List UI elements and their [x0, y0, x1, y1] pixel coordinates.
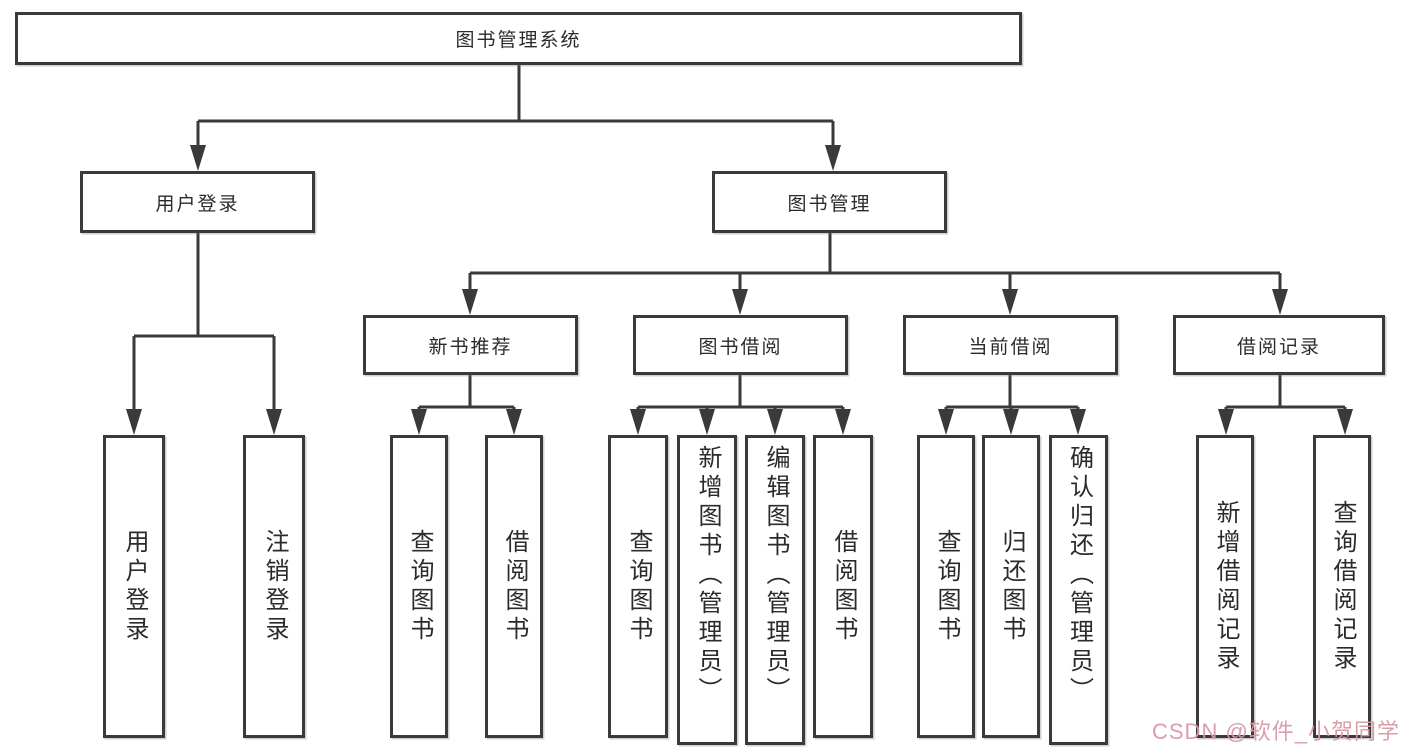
arrowhead-icon: [1002, 289, 1018, 315]
leaf-confirm-return-admin: 确认归还（管理员）: [1049, 435, 1108, 745]
arrowhead-icon: [126, 409, 142, 435]
leaf-user-login-label: 用户登录: [121, 528, 148, 645]
arrowhead-icon: [190, 145, 206, 171]
node-borrow-records: 借阅记录: [1173, 315, 1385, 375]
node-book-borrowing-label: 图书借阅: [698, 336, 783, 358]
node-current-borrowing-label: 当前借阅: [968, 336, 1053, 358]
leaf-return-books: 归还图书: [982, 435, 1040, 738]
node-root: 图书管理系统: [15, 12, 1022, 65]
leaf-query-books-borrowing: 查询图书: [608, 435, 668, 738]
arrowhead-icon: [938, 409, 954, 435]
arrowhead-icon: [1218, 409, 1234, 435]
leaf-query-books-borrowing-label: 查询图书: [625, 528, 652, 645]
leaf-edit-books-admin: 编辑图书（管理员）: [745, 435, 805, 745]
arrowhead-icon: [506, 409, 522, 435]
arrowhead-icon: [1003, 409, 1019, 435]
node-user-login: 用户登录: [80, 171, 315, 233]
leaf-borrow-books-label: 借阅图书: [830, 528, 857, 645]
arrowhead-icon: [767, 409, 783, 435]
arrowhead-icon: [825, 145, 841, 171]
node-borrow-records-label: 借阅记录: [1236, 336, 1321, 358]
node-book-borrowing: 图书借阅: [633, 315, 848, 375]
leaf-return-books-label: 归还图书: [998, 528, 1025, 645]
leaf-user-login: 用户登录: [103, 435, 165, 738]
node-current-borrowing: 当前借阅: [903, 315, 1118, 375]
leaf-query-books-current: 查询图书: [917, 435, 975, 738]
leaf-borrow-books: 借阅图书: [813, 435, 873, 738]
node-book-management-label: 图书管理: [787, 193, 872, 215]
leaf-add-borrow-record: 新增借阅记录: [1196, 435, 1254, 738]
node-user-login-label: 用户登录: [155, 193, 240, 215]
node-root-label: 图书管理系统: [455, 30, 582, 51]
arrowhead-icon: [1272, 289, 1288, 315]
leaf-borrow-books-recommend-label: 借阅图书: [501, 528, 528, 645]
leaf-query-books-recommend-label: 查询图书: [406, 528, 433, 645]
arrowhead-icon: [732, 289, 748, 315]
leaf-add-borrow-record-label: 新增借阅记录: [1212, 499, 1239, 674]
arrowhead-icon: [462, 289, 478, 315]
arrowhead-icon: [1070, 409, 1086, 435]
leaf-edit-books-admin-label: 编辑图书（管理员）: [762, 445, 789, 706]
arrowhead-icon: [630, 409, 646, 435]
leaf-borrow-books-recommend: 借阅图书: [485, 435, 543, 738]
leaf-query-books-recommend: 查询图书: [390, 435, 448, 738]
arrowhead-icon: [411, 409, 427, 435]
leaf-query-books-current-label: 查询图书: [933, 528, 960, 645]
arrowhead-icon: [266, 409, 282, 435]
leaf-add-books-admin-label: 新增图书（管理员）: [694, 445, 721, 706]
arrowhead-icon: [699, 409, 715, 435]
arrowhead-icon: [1337, 409, 1353, 435]
node-new-book-recommend-label: 新书推荐: [428, 336, 513, 358]
leaf-logout-label: 注销登录: [261, 528, 288, 645]
leaf-add-books-admin: 新增图书（管理员）: [677, 435, 737, 745]
arrowhead-icon: [835, 409, 851, 435]
leaf-query-borrow-record: 查询借阅记录: [1313, 435, 1371, 738]
leaf-confirm-return-admin-label: 确认归还（管理员）: [1065, 445, 1093, 706]
leaf-logout: 注销登录: [243, 435, 305, 738]
node-book-management: 图书管理: [712, 171, 947, 233]
node-new-book-recommend: 新书推荐: [363, 315, 578, 375]
leaf-query-borrow-record-label: 查询借阅记录: [1329, 499, 1356, 674]
watermark: CSDN @软件_小贺同学: [1152, 719, 1401, 744]
